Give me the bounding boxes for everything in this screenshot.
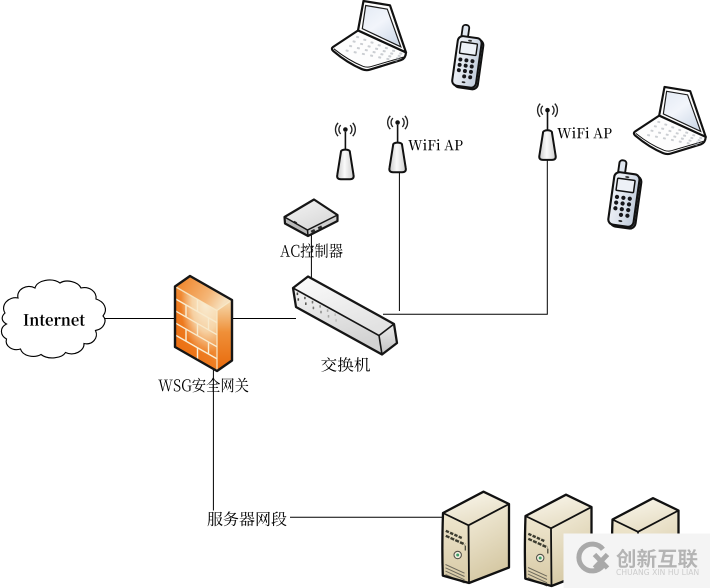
label-glyphs-internet [23, 314, 85, 326]
internet-label: Internet [22, 312, 84, 327]
label-glyphs-ac-controller [280, 243, 343, 258]
diagram-label-glyphs [23, 127, 612, 527]
wifi-ap-right-label: WiFi AP [556, 126, 611, 141]
link-apright-switch [383, 158, 548, 315]
label-glyphs-server-segment [207, 511, 287, 527]
watermark [563, 533, 710, 588]
switch-node [291, 275, 399, 356]
internet-cloud [0, 279, 106, 359]
watermark-brand-glyphs [616, 548, 698, 569]
server-segment-label: 服务器网段 [207, 511, 287, 535]
ac-controller-node [283, 198, 339, 238]
label-glyphs-wifi-ap-mid [408, 139, 463, 151]
switch-label: 交换机 [320, 358, 368, 382]
label-glyphs-firewall [158, 377, 249, 393]
watermark-logo [576, 541, 610, 574]
ac-controller-label: AC控制器 [280, 243, 350, 267]
firewall-node [173, 274, 234, 373]
label-glyphs-wifi-ap-right [557, 127, 612, 139]
firewall-label: WSG安全网关 [158, 378, 260, 402]
watermark-brand-latin: CHUANG XIN HU LIAN [616, 567, 700, 577]
wifi-ap-mid-label: WiFi AP [408, 138, 463, 153]
label-glyphs-switch [321, 357, 370, 372]
